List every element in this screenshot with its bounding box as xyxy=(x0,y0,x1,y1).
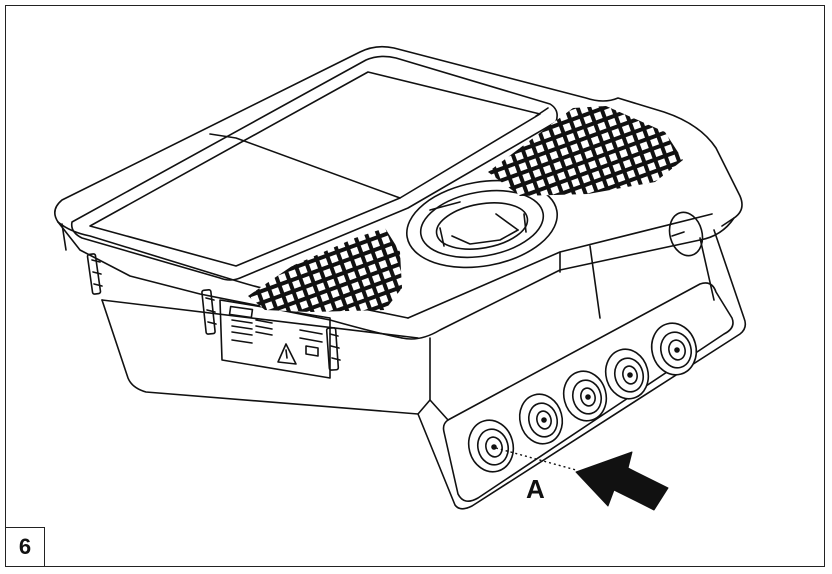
vent-grille-left xyxy=(248,228,402,312)
cable-gland-4 xyxy=(604,348,650,400)
latch-right xyxy=(325,327,341,371)
lower-body-left xyxy=(101,299,431,415)
figure-number-box: 6 xyxy=(5,527,45,567)
latch-left xyxy=(86,253,103,295)
pointing-arrow-icon xyxy=(575,451,669,511)
lower-body-right xyxy=(417,229,747,510)
leader-line xyxy=(495,447,577,471)
figure-number: 6 xyxy=(18,534,32,559)
display-cover xyxy=(70,55,558,281)
top-shell xyxy=(54,45,743,340)
figure-frame xyxy=(5,5,825,567)
cable-glands xyxy=(467,322,698,473)
callout-label-a: A xyxy=(526,474,545,504)
cable-gland-a xyxy=(467,419,515,473)
gland-panel xyxy=(442,282,734,502)
latch-mid xyxy=(201,288,217,335)
cable-gland-5 xyxy=(650,322,698,376)
vent-grille-right xyxy=(488,106,683,196)
cable-gland-3 xyxy=(562,370,608,422)
rating-label xyxy=(219,299,331,379)
dial-recess xyxy=(406,179,558,269)
side-port xyxy=(668,211,704,257)
cable-gland-2 xyxy=(518,393,564,445)
